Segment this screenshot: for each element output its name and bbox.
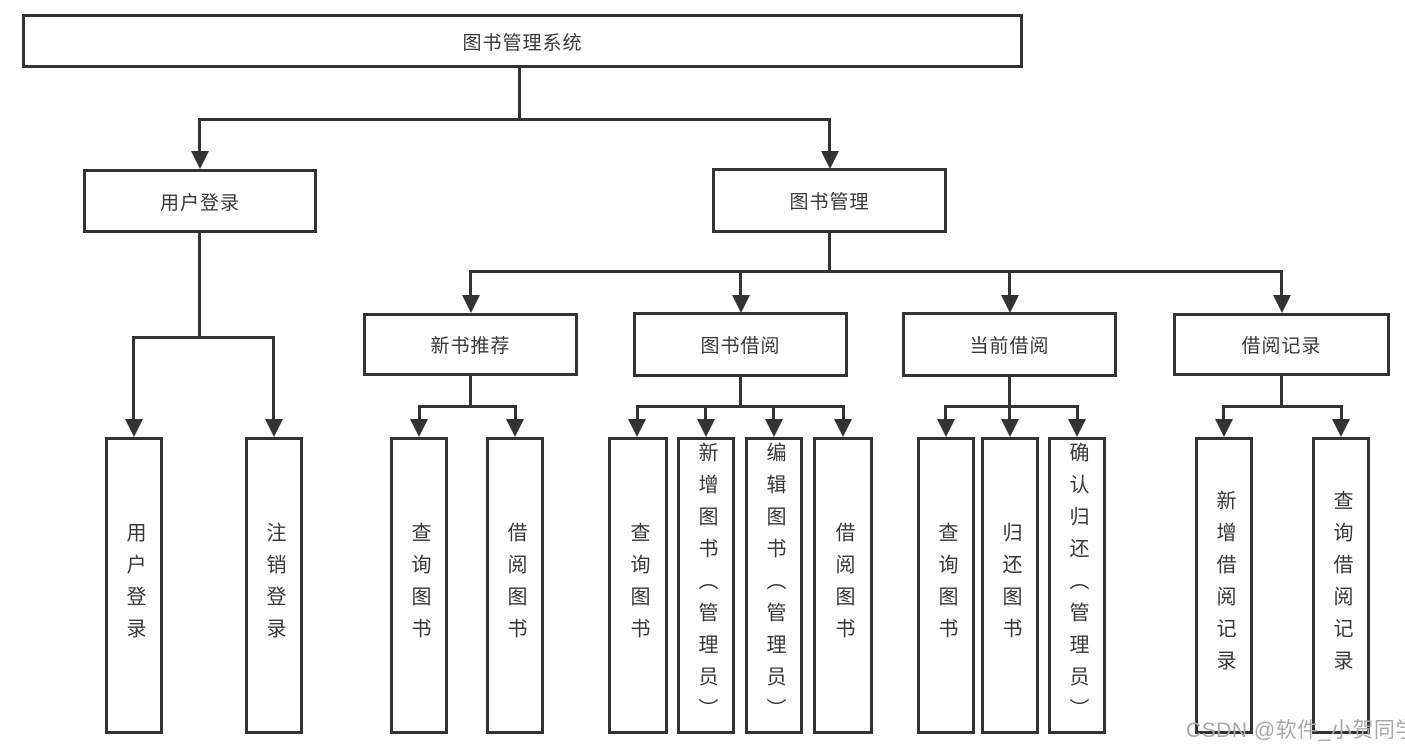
diagram-node-book-management: 图书管理 (712, 168, 947, 233)
node-label: 用户登录 (159, 192, 240, 214)
connector-line (1008, 377, 1011, 422)
arrowhead-down-icon (1068, 419, 1086, 437)
connector-line (944, 405, 947, 422)
diagram-leaf-borrow-books-recommend: 借阅图书 (486, 437, 544, 734)
connector-line (772, 405, 775, 422)
connector-line (198, 118, 831, 121)
node-label: 当前借阅 (969, 336, 1050, 357)
diagram-leaf-return-books: 归还图书 (981, 437, 1039, 734)
arrowhead-down-icon (191, 151, 209, 169)
connector-line (842, 405, 845, 422)
arrowhead-down-icon (125, 419, 143, 437)
connector-line (944, 405, 1079, 408)
leaf-label: 查询图书 (408, 521, 430, 650)
arrowhead-down-icon (506, 419, 524, 437)
root-label: 图书管理系统 (462, 32, 583, 54)
arrowhead-down-icon (834, 419, 852, 437)
connector-line (1222, 405, 1225, 422)
connector-line (1222, 405, 1342, 408)
connector-line (518, 68, 521, 118)
diagram-node-current-borrow: 当前借阅 (902, 312, 1117, 377)
connector-line (1280, 270, 1283, 297)
arrowhead-down-icon (821, 151, 839, 169)
arrowhead-down-icon (1273, 295, 1291, 313)
connector-line (739, 270, 742, 297)
arrowhead-down-icon (410, 419, 428, 437)
leaf-label: 借阅图书 (504, 521, 526, 650)
connector-line (198, 233, 201, 336)
connector-line (828, 233, 831, 270)
connector-line (1280, 376, 1283, 405)
diagram-leaf-query-books-borrow: 查询图书 (608, 437, 668, 734)
node-label: 图书借阅 (700, 336, 781, 357)
leaf-label: 新增借阅记录 (1213, 489, 1235, 682)
diagram-node-book-borrow: 图书借阅 (633, 312, 848, 377)
leaf-label: 借阅图书 (832, 521, 854, 650)
arrowhead-down-icon (628, 419, 646, 437)
connector-line (1008, 270, 1011, 297)
diagram-leaf-edit-books-admin: 编辑图书（管理员） (745, 437, 803, 734)
csdn-watermark: CSDN @软件_小贺同学 (1186, 719, 1405, 742)
connector-line (636, 405, 639, 422)
leaf-label: 注销登录 (263, 521, 285, 650)
connector-line (469, 270, 472, 297)
arrowhead-down-icon (1215, 419, 1233, 437)
leaf-label: 用户登录 (123, 521, 145, 650)
connector-line (272, 336, 275, 420)
arrowhead-down-icon (1001, 295, 1019, 313)
connector-line (469, 376, 472, 405)
arrowhead-down-icon (732, 295, 750, 313)
node-label: 借阅记录 (1241, 336, 1322, 357)
diagram-node-new-book-recommend: 新书推荐 (363, 313, 578, 376)
connector-line (739, 377, 742, 405)
leaf-label: 查询图书 (627, 521, 649, 650)
connector-line (636, 405, 845, 408)
diagram-leaf-add-books-admin: 新增图书（管理员） (677, 437, 735, 734)
leaf-label: 归还图书 (999, 521, 1021, 650)
connector-line (198, 118, 201, 154)
diagram-leaf-user-login: 用户登录 (105, 437, 163, 734)
connector-line (1076, 405, 1079, 422)
arrowhead-down-icon (462, 295, 480, 313)
connector-line (418, 405, 421, 422)
diagram-leaf-query-borrow-record: 查询借阅记录 (1312, 437, 1370, 734)
node-label: 图书管理 (789, 192, 870, 213)
arrowhead-down-icon (937, 419, 955, 437)
connector-line (828, 118, 831, 154)
connector-line (418, 405, 517, 408)
connector-line (514, 405, 517, 422)
connector-line (132, 336, 275, 339)
arrowhead-down-icon (265, 419, 283, 437)
node-label: 新书推荐 (430, 336, 511, 357)
diagram-leaf-add-borrow-record: 新增借阅记录 (1195, 437, 1253, 734)
leaf-label: 确认归还（管理员） (1066, 441, 1088, 730)
diagram-leaf-logout: 注销登录 (245, 437, 303, 734)
diagram-leaf-query-books-recommend: 查询图书 (390, 437, 448, 734)
connector-line (469, 270, 1283, 273)
arrowhead-down-icon (697, 419, 715, 437)
connector-line (704, 405, 707, 422)
connector-line (1340, 405, 1343, 422)
diagram-leaf-borrow-books: 借阅图书 (813, 437, 873, 734)
leaf-label: 查询图书 (935, 521, 957, 650)
diagram-leaf-query-books-current: 查询图书 (917, 437, 975, 734)
diagram-node-root: 图书管理系统 (22, 14, 1023, 68)
leaf-label: 查询借阅记录 (1330, 489, 1352, 682)
diagram-leaf-confirm-return-admin: 确认归还（管理员） (1048, 437, 1106, 734)
arrowhead-down-icon (765, 419, 783, 437)
leaf-label: 编辑图书（管理员） (763, 441, 785, 730)
arrowhead-down-icon (1001, 419, 1019, 437)
arrowhead-down-icon (1332, 419, 1350, 437)
diagram-node-borrow-records: 借阅记录 (1173, 313, 1390, 376)
connector-line (132, 336, 135, 420)
leaf-label: 新增图书（管理员） (695, 441, 717, 730)
diagram-node-user-login: 用户登录 (83, 169, 317, 233)
